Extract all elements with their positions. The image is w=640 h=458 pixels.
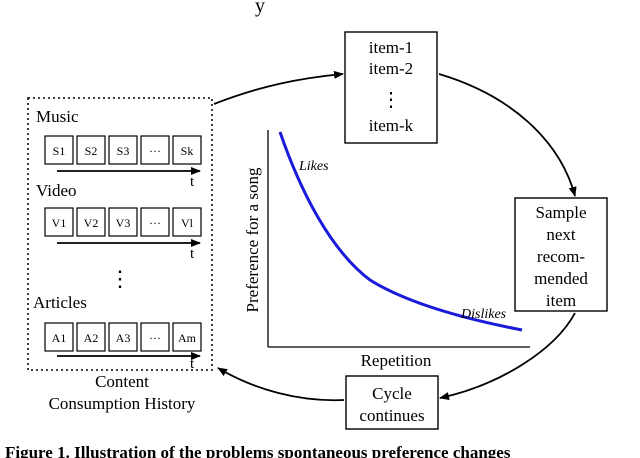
item-box [76,135,106,165]
video-label: Video [36,181,77,200]
item-box [140,207,170,237]
sample-line: item [546,291,576,310]
top-partial-text: y [255,0,265,17]
video-sequence: V1 V2 V3 ··· Vl t [44,207,202,262]
item-box [172,322,202,352]
preference-curve [278,131,523,332]
item-label: Sk [181,144,194,158]
sample-line: Sample [536,203,587,222]
item-label: A3 [116,331,131,345]
sample-line: next [546,225,576,244]
articles-sequence: A1 A2 A3 ··· Am t [44,322,202,372]
likes-annotation: Likes [298,159,329,174]
item-list-vdots: ⋮ [381,89,401,111]
item-label: A2 [84,331,99,345]
item-list-entry: item-2 [369,59,413,78]
arrow-items-to-sample [438,73,577,197]
item-list-entry: item-k [369,116,414,135]
item-box [44,207,74,237]
item-box [44,322,74,352]
item-box [108,207,138,237]
sample-line: mended [534,269,588,288]
chart-y-label: Preference for a song [243,167,262,312]
item-label: S3 [117,144,130,158]
history-box [27,97,213,371]
item-label: Am [178,331,197,345]
item-box [44,135,74,165]
sample-box [514,197,608,312]
arrow-sample-to-cycle [439,312,576,400]
item-box [108,135,138,165]
item-label: ··· [149,144,161,158]
item-list-entry: item-1 [369,38,413,57]
item-list-box [344,31,438,144]
item-label: A1 [52,331,67,345]
figure-caption: Figure 1. Illustration of the problems s… [5,443,511,458]
history-vdots: ⋮ [109,266,131,291]
item-label: ··· [149,331,161,345]
item-label: V1 [52,216,67,230]
cycle-line: Cycle [372,384,412,403]
history-title-line2: Consumption History [49,394,196,413]
item-box [108,322,138,352]
articles-label: Articles [33,293,87,312]
time-label: t [190,174,195,190]
item-label: V3 [116,216,131,230]
music-sequence: S1 S2 S3 ··· Sk t [44,135,202,190]
item-box [76,207,106,237]
item-label: S2 [85,144,98,158]
item-box [140,135,170,165]
preference-chart: Likes Dislikes Repetition Preference for… [243,130,530,370]
item-box [172,135,202,165]
cycle-line: continues [359,406,424,425]
dislikes-annotation: Dislikes [460,307,507,322]
item-box [172,207,202,237]
item-label: ··· [149,216,161,230]
item-box [76,322,106,352]
item-label: S1 [53,144,66,158]
arrow-history-to-items [213,70,344,105]
music-label: Music [36,107,79,126]
time-label: t [190,356,195,372]
item-label: V2 [84,216,99,230]
arrow-cycle-to-history [217,367,345,402]
time-label: t [190,246,195,262]
item-box [140,322,170,352]
history-title-line1: Content [95,372,149,391]
cycle-box [345,375,439,430]
chart-x-label: Repetition [361,351,432,370]
item-label: Vl [181,216,194,230]
sample-line: recom- [537,247,585,266]
